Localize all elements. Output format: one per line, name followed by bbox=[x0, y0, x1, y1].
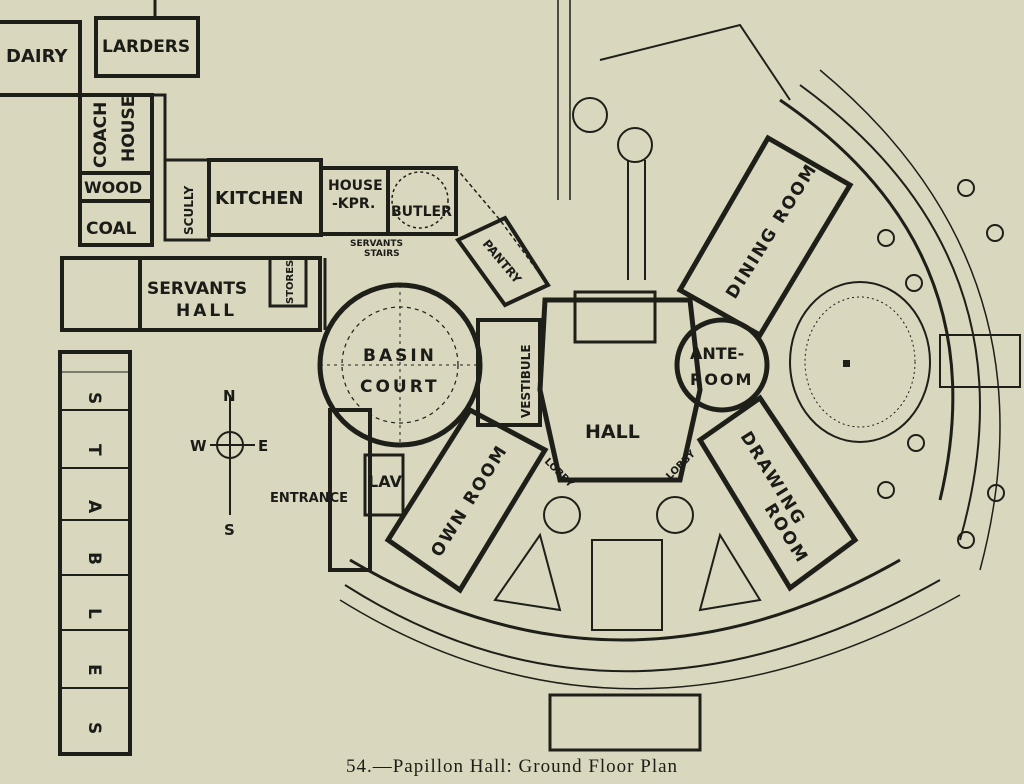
figure-caption: 54.—Papillon Hall: Ground Floor Plan bbox=[345, 756, 679, 777]
label-vestibule: VESTIBULE bbox=[519, 344, 533, 418]
label-basin: BASIN bbox=[363, 346, 437, 366]
label-housekeeper-2: -KPR. bbox=[332, 196, 375, 212]
label-ante-room-2: ROOM bbox=[690, 370, 753, 389]
stables-letter: T bbox=[84, 444, 104, 456]
label-scullery: SCULLY bbox=[182, 185, 196, 235]
compass-south: S bbox=[224, 521, 235, 539]
label-ante-room: ANTE- bbox=[690, 344, 744, 363]
label-dairy: DAIRY bbox=[6, 46, 68, 67]
stables-letter: L bbox=[84, 608, 104, 619]
label-housekeeper: HOUSE bbox=[328, 178, 383, 194]
label-coach-house: HOUSE bbox=[119, 96, 139, 162]
stables-label: S T A B L E S bbox=[84, 392, 104, 734]
stables-letter: A bbox=[84, 500, 104, 514]
compass-east: E bbox=[258, 437, 268, 455]
label-court: COURT bbox=[360, 377, 440, 397]
label-entrance: ENTRANCE bbox=[270, 491, 348, 506]
label-coach: COACH bbox=[91, 102, 111, 168]
label-servants-stairs: SERVANTS bbox=[350, 239, 403, 249]
label-butler: BUTLER bbox=[391, 204, 452, 220]
label-coal: COAL bbox=[86, 219, 137, 239]
label-servants-stairs-2: STAIRS bbox=[364, 249, 400, 259]
compass-west: W bbox=[190, 437, 207, 455]
label-kitchen: KITCHEN bbox=[215, 188, 304, 209]
label-servants-hall: SERVANTS bbox=[147, 279, 247, 299]
compass-north: N bbox=[223, 387, 236, 405]
compass: N S E W bbox=[190, 387, 268, 539]
stables-letter: S bbox=[84, 722, 104, 734]
label-servants-hall-2: HALL bbox=[176, 301, 237, 321]
label-lav: LAV. bbox=[368, 472, 406, 491]
stables-letter: B bbox=[84, 552, 104, 565]
garden-roundels bbox=[843, 179, 1005, 549]
label-hall: HALL bbox=[585, 421, 640, 443]
label-larders: LARDERS bbox=[102, 37, 190, 57]
stables-letter: S bbox=[84, 392, 104, 404]
label-wood: WOOD bbox=[84, 178, 142, 197]
walls bbox=[0, 0, 1021, 756]
stables-letter: E bbox=[84, 664, 104, 676]
label-stores: STORES bbox=[285, 260, 296, 304]
